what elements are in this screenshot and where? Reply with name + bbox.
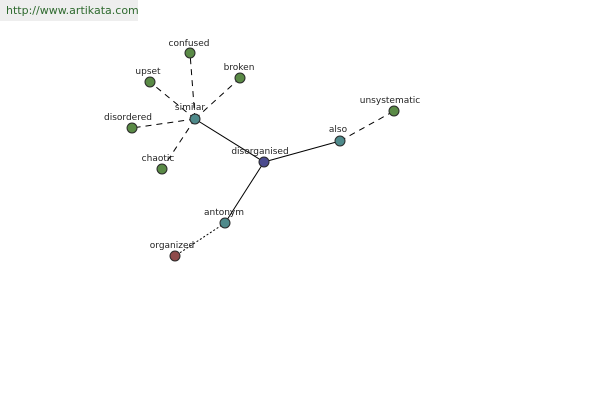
node-broken[interactable]: broken <box>224 63 255 84</box>
node-dot-antonym[interactable] <box>219 217 231 229</box>
node-label-organized: organized <box>150 241 194 251</box>
url-banner: http://www.artikata.com <box>0 0 139 21</box>
node-dot-organized[interactable] <box>169 250 181 262</box>
site-url-link[interactable]: http://www.artikata.com <box>6 4 139 17</box>
node-label-also: also <box>329 125 348 135</box>
node-label-upset: upset <box>135 67 161 77</box>
node-similar[interactable]: similar <box>175 103 205 125</box>
node-dot-confused[interactable] <box>184 47 196 59</box>
node-dot-also[interactable] <box>334 135 346 147</box>
edge-also-unsystematic <box>339 110 395 142</box>
node-disordered[interactable]: disordered <box>104 113 152 134</box>
node-upset[interactable]: upset <box>135 67 161 88</box>
node-disorganised[interactable]: disorganised <box>231 147 289 168</box>
node-dot-chaotic[interactable] <box>156 163 168 175</box>
node-organized[interactable]: organized <box>150 241 194 262</box>
node-dot-disordered[interactable] <box>126 122 138 134</box>
nodes-layer: disorganised similar also antonym confused up… <box>104 39 420 262</box>
node-confused[interactable]: confused <box>169 39 210 59</box>
node-also[interactable]: also <box>329 125 348 147</box>
edge-disorganised-similar <box>194 118 265 163</box>
node-dot-upset[interactable] <box>144 76 156 88</box>
edge-antonym-organized <box>174 222 226 257</box>
node-label-unsystematic: unsystematic <box>360 96 420 106</box>
node-label-disorganised: disorganised <box>231 147 288 157</box>
edge-similar-upset <box>149 81 196 120</box>
node-label-confused: confused <box>169 39 210 49</box>
node-chaotic[interactable]: chaotic <box>142 154 175 175</box>
node-label-chaotic: chaotic <box>142 154 175 164</box>
edge-similar-confused <box>189 52 196 120</box>
node-dot-unsystematic[interactable] <box>388 105 400 117</box>
node-dot-similar[interactable] <box>189 113 201 125</box>
edges-layer <box>131 52 395 257</box>
edge-disorganised-antonym <box>224 161 265 224</box>
edge-disorganised-also <box>263 140 341 163</box>
node-dot-broken[interactable] <box>234 72 246 84</box>
node-label-disordered: disordered <box>104 113 152 123</box>
node-unsystematic[interactable]: unsystematic <box>360 96 420 117</box>
node-label-similar: similar <box>175 103 205 113</box>
node-antonym[interactable]: antonym <box>204 208 244 229</box>
node-label-antonym: antonym <box>204 208 244 218</box>
node-label-broken: broken <box>224 63 255 73</box>
edge-similar-chaotic <box>161 118 196 170</box>
node-dot-disorganised[interactable] <box>258 156 270 168</box>
